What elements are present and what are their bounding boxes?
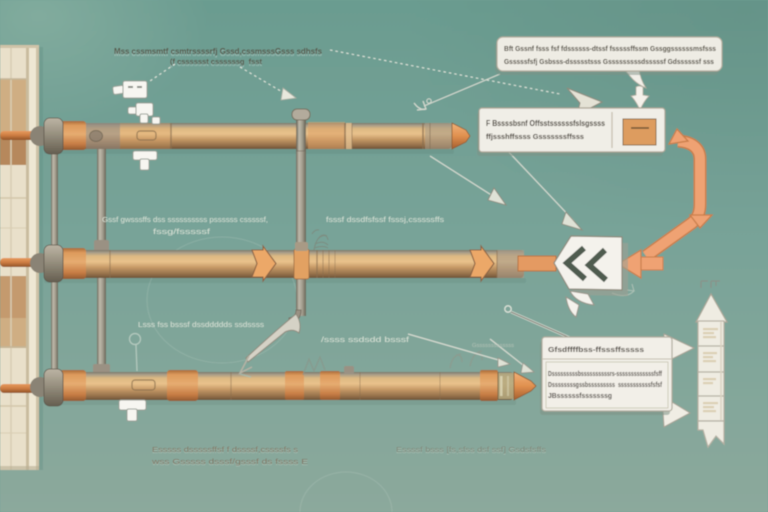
svg-text:Gsssssfsfj Gsbsss-dssssstsss G: Gsssssfsfj Gsbsss-dssssstsss Gsssssssssd… bbox=[504, 57, 714, 66]
svg-text:Bft Gssnf fsss fsf fdssssss-dt: Bft Gssnf fsss fsf fdssssss-dtssf fsssss… bbox=[504, 44, 716, 53]
svg-text:fsssf dssdfsfssf fsssj,csssssf: fsssf dssdfsfssf fsssj,csssssffs bbox=[326, 215, 444, 224]
svg-text:Mss cssmsmtf csmtrssssrfj Gssd: Mss cssmsmtf csmtrssssrfj Gssd,cssmsssGs… bbox=[114, 49, 323, 58]
svg-text:Gfsdffffbss-ffsssffsssss: Gfsdffffbss-ffsssffsssss bbox=[548, 347, 644, 354]
svg-text:wss Gsssss dsssf/gsssf ds fsss: wss Gsssss dsssf/gsssf ds fssss E bbox=[151, 457, 308, 466]
svg-text:Essssf bsss [fs,sfss dsf ssf]: Essssf bsss [fs,sfss dsf ssf] Gsdsfsffs bbox=[396, 445, 546, 454]
svg-text:Mss cssmsmtf csmtrssssrfj Gssd: Mss cssmsmtf csmtrssssrfj Gssd,cssmsssGs… bbox=[114, 47, 323, 56]
svg-text:(f csssssst cssssssg fsst: (f csssssst cssssssg fsst bbox=[170, 57, 262, 66]
svg-text:Esssss dsssssffsf f dssssf,css: Esssss dsssssffsf f dssssf,cssssfs s bbox=[152, 446, 298, 455]
svg-text:(f csssssst cssssssg fsst: (f csssssst cssssssg fsst bbox=[170, 59, 262, 68]
svg-text:Lsss fss bsssf dssddddds ssdss: Lsss fss bsssf dssddddds ssdssss bbox=[138, 320, 264, 329]
svg-text:F Bssssbsnf Offsstssssssfslsgs: F Bssssbsnf Offsstssssssfslsgssss bbox=[486, 119, 605, 128]
svg-text:/ssss ssdsdd bsssf: /ssss ssdsdd bsssf bbox=[321, 335, 410, 344]
svg-text:ffjssshffssss Gsssssssffsss: ffjssshffssss Gsssssssffsss bbox=[486, 132, 584, 141]
svg-text:Gssf gwsssffs dss ssssssssss p: Gssf gwsssffs dss ssssssssss pssssss css… bbox=[102, 215, 268, 224]
svg-text:Esssss dsssssffsf f dssssf,css: Esssss dsssssffsf f dssssf,cssssfs s bbox=[152, 445, 298, 454]
svg-text:Dsssssssssbssssssssssrs-ssssss: Dsssssssssbssssssssssrs-sssssssssssssfsf… bbox=[548, 371, 662, 378]
svg-text:JBssssssfsssssssg: JBssssssfsssssssg bbox=[548, 393, 612, 400]
svg-text:Essssf bsss [fs,sfss dsf ssf]: Essssf bsss [fs,sfss dsf ssf] Gsdsfsffs bbox=[396, 446, 546, 455]
svg-text:Dssssssssgssbsssssssss ssssss: Dssssssssgssbsssssssss sssssssssssfsfsf bbox=[548, 382, 663, 389]
svg-text:wss Gsssss dsssf/gsssf ds fsss: wss Gsssss dsssf/gsssf ds fssss E bbox=[151, 458, 308, 467]
svg-text:Gsssssssssssss: Gsssssssssssss bbox=[472, 343, 514, 349]
svg-text:fssg/fsssssf: fssg/fsssssf bbox=[153, 229, 210, 236]
